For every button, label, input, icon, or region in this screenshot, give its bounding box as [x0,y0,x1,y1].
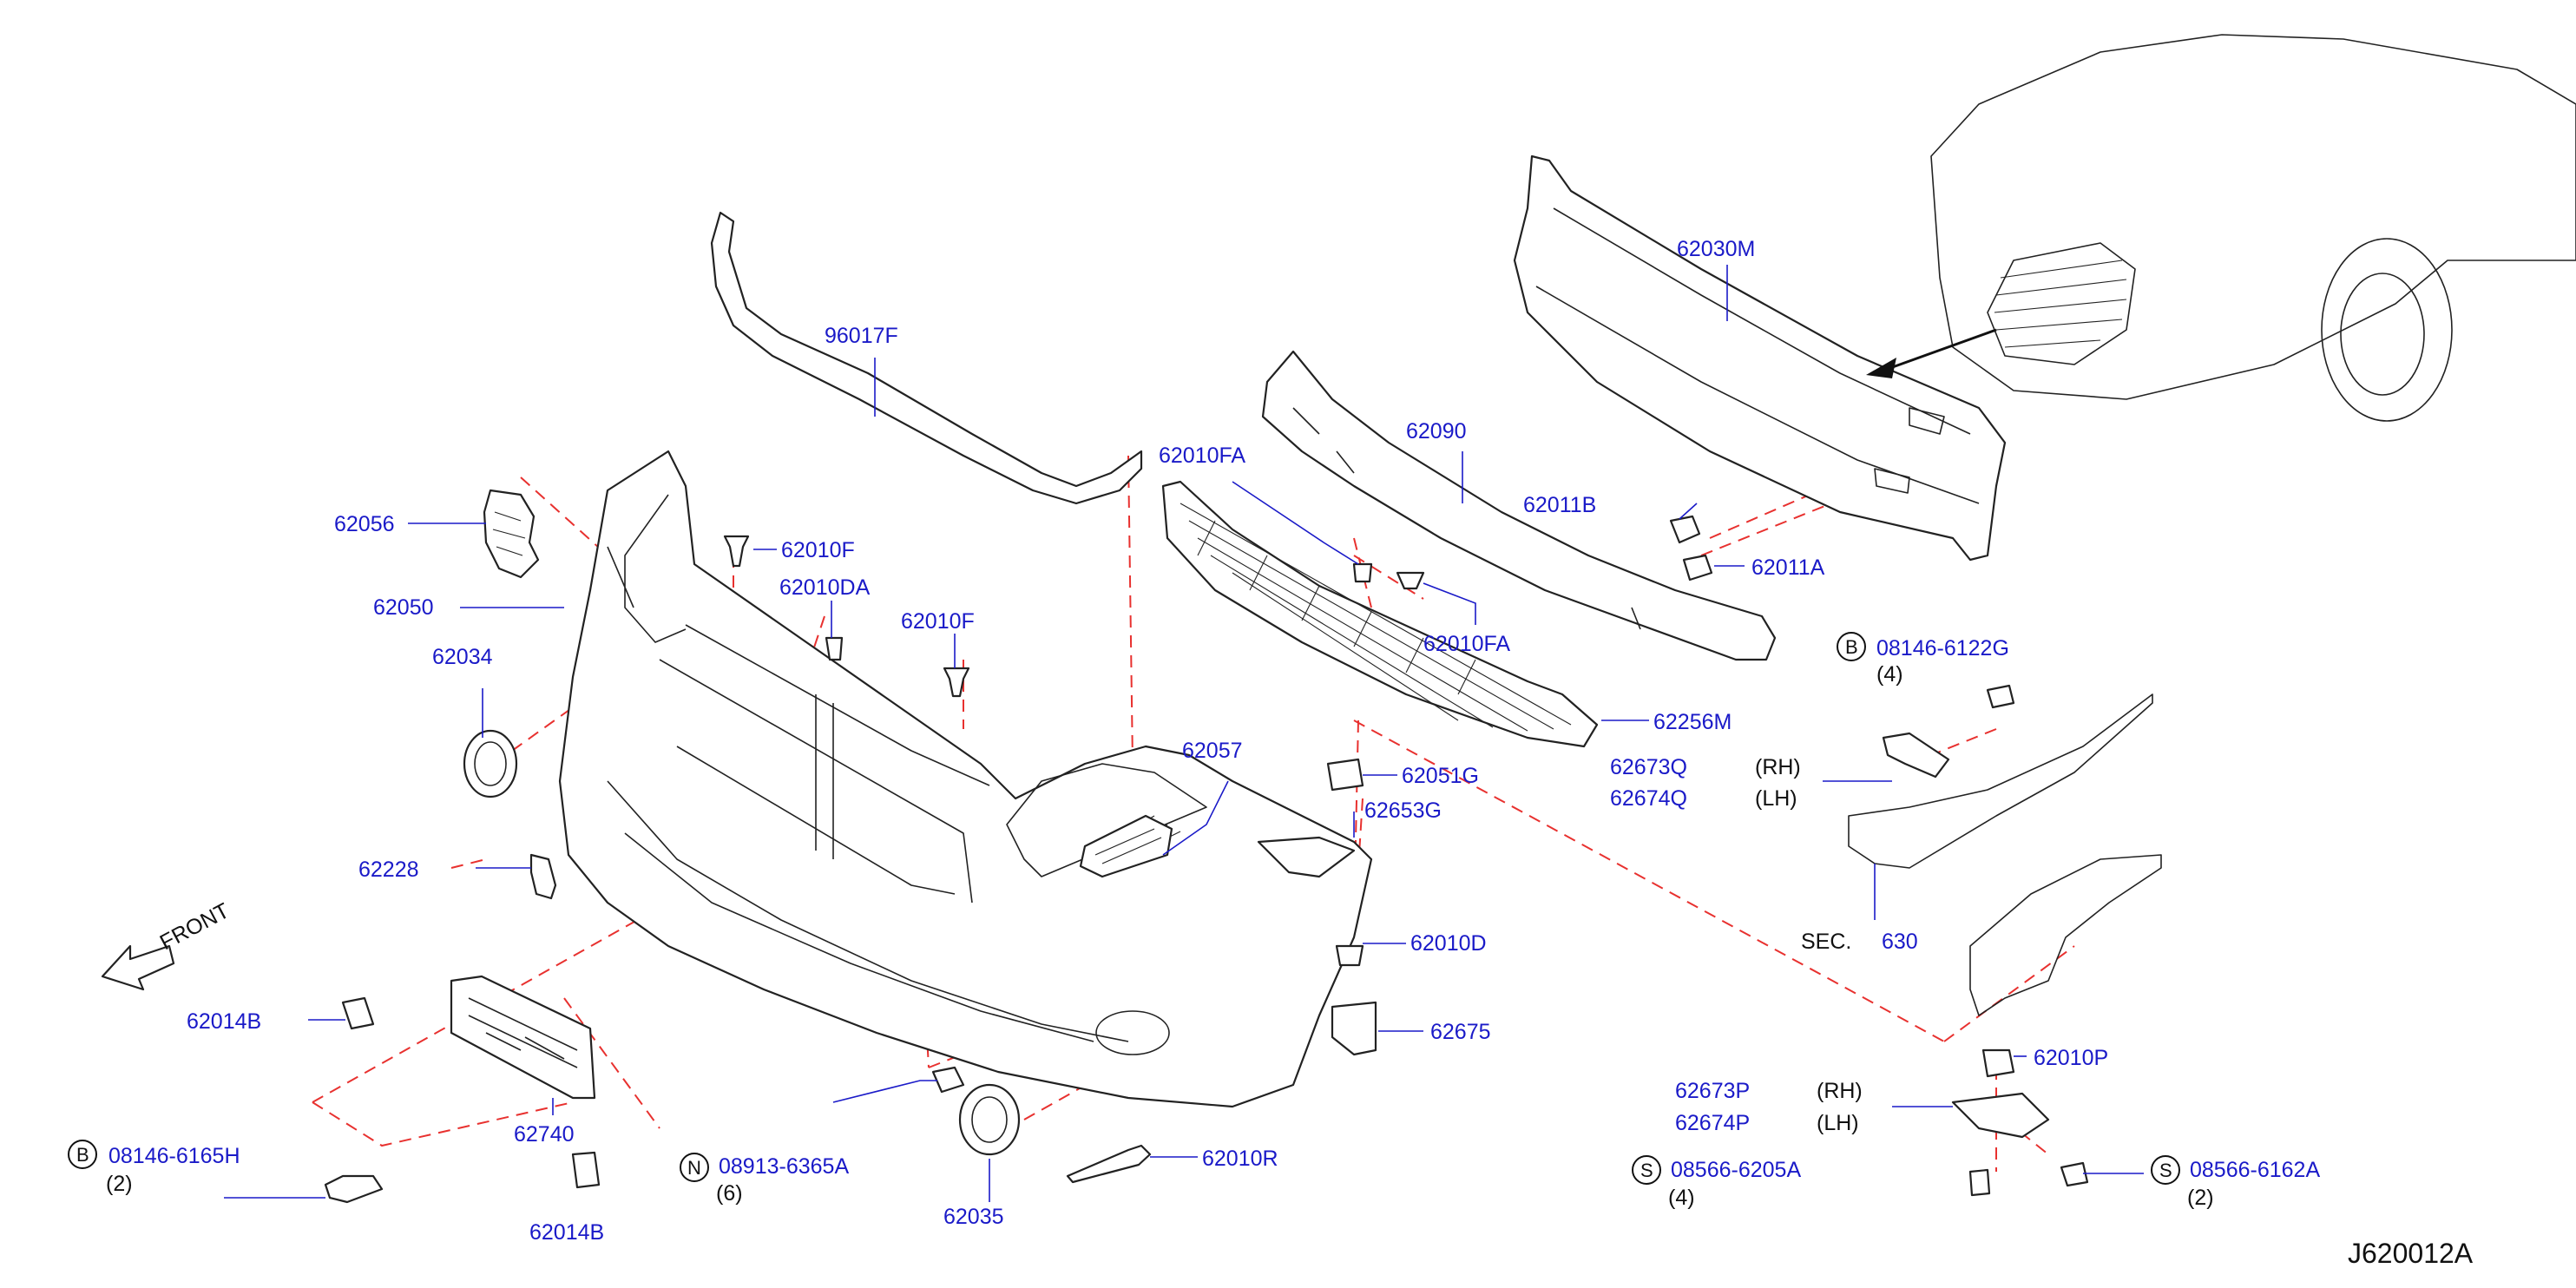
part-62014B-top-shape [341,996,375,1030]
part-62011B-shape [1669,515,1701,544]
label-62010FA-a: 62010FA [1159,444,1245,468]
qual-lh-p: (LH) [1817,1111,1859,1135]
part-62675-shape [1331,1001,1377,1056]
part-bolt-6122G-shape [1986,684,2015,709]
front-label: FRONT [156,898,233,955]
part-screw-6162A-shape [2060,1161,2089,1187]
direction-arrow [1887,328,1997,371]
part-62051G-shape [1326,758,1364,792]
symbol-b-right: B [1845,636,1858,658]
qual-lh-q: (LH) [1755,786,1797,811]
part-62010FA-b-shape [1396,571,1425,590]
label-62050: 62050 [373,595,434,620]
label-62010F-a: 62010F [781,538,855,562]
label-screw-6205A: 08566-6205A [1671,1158,1801,1182]
front-arrow-icon [101,944,175,991]
label-62010R: 62010R [1202,1147,1278,1171]
part-labels: 96017F 62056 62050 62034 62228 62014B 62… [68,237,2474,1269]
part-nut-6365A-shape [931,1066,965,1094]
part-62056-shape [483,489,540,579]
part-62010P-shape [1981,1048,2015,1078]
label-62011A: 62011A [1751,555,1825,580]
label-62674Q: 62674Q [1610,786,1687,811]
part-62010F-a-shape [723,535,750,568]
label-62014B-top: 62014B [187,1009,261,1034]
label-62256M: 62256M [1653,710,1732,734]
part-62034-shape [463,729,518,798]
part-62014B-bot-shape [571,1151,601,1189]
qty-nut-6365A: (6) [716,1181,743,1206]
part-62010F-b-shape [943,667,970,698]
symbol-b-left: B [76,1144,89,1166]
label-62673Q: 62673Q [1610,755,1687,779]
label-62740: 62740 [514,1122,575,1147]
car-silhouette [1930,34,2576,400]
part-62035-shape [958,1083,1021,1156]
label-62010DA: 62010DA [779,575,871,600]
section-number: 630 [1882,930,1918,954]
part-62090-shape [1261,350,1777,661]
part-62740-shape [450,975,596,1100]
qual-rh-p: (RH) [1817,1079,1863,1103]
qty-screw-6205A: (4) [1668,1186,1695,1210]
label-62051G: 62051G [1402,764,1479,788]
label-96017F: 96017F [825,324,898,348]
part-96017F-shape [710,211,1143,505]
label-62035: 62035 [943,1205,1004,1229]
part-62050-bumper-shape [558,450,1373,1108]
part-62010D-shape [1335,944,1364,967]
part-62010DA-shape [825,636,844,661]
label-62653G: 62653G [1364,798,1442,823]
part-62256M-shape [1161,480,1599,748]
part-62228-shape [529,853,557,900]
label-bolt-6122G: 08146-6122G [1876,636,2009,660]
label-62014B-bot: 62014B [529,1220,604,1245]
part-bolt-6165H-shape [324,1174,384,1204]
leader-lines [224,265,2144,1202]
symbol-s-left: S [1640,1160,1653,1181]
qty-bolt-6165H: (2) [106,1172,133,1196]
qty-bolt-6122G: (4) [1876,662,1903,687]
part-62673Q-shape [1882,732,1950,779]
part-62011A-shape [1682,554,1713,582]
part-screw-6205A-shape [1968,1168,1991,1197]
part-62673P-shape [1951,1092,2050,1139]
part-62010FA-a-shape [1352,562,1373,583]
section-label: SEC. [1801,930,1851,954]
symbol-s-right: S [2159,1160,2172,1181]
label-62011B: 62011B [1523,493,1596,517]
label-62673P: 62673P [1675,1079,1750,1103]
label-62034: 62034 [432,645,493,669]
qual-rh-q: (RH) [1755,755,1801,779]
label-62674P: 62674P [1675,1111,1750,1135]
label-62010D: 62010D [1410,931,1487,956]
qty-screw-6162A: (2) [2187,1186,2214,1210]
label-bolt-6165H: 08146-6165H [108,1144,240,1168]
label-62056: 62056 [334,512,395,536]
symbol-n: N [687,1157,701,1179]
label-62010FA-b: 62010FA [1423,632,1510,656]
label-62010F-b: 62010F [901,609,975,634]
label-62228: 62228 [358,858,419,882]
label-62030M: 62030M [1677,237,1755,261]
part-62653G-shape [1257,836,1356,878]
diagram-code: J620012A [2348,1238,2474,1269]
label-62675: 62675 [1430,1020,1491,1044]
label-62090: 62090 [1406,419,1467,444]
label-nut-6365A: 08913-6365A [719,1154,849,1179]
part-art [101,34,2576,1204]
label-62010P: 62010P [2034,1046,2108,1070]
label-screw-6162A: 08566-6162A [2190,1158,2320,1182]
label-62057: 62057 [1182,739,1243,763]
fender-section-shape [1848,693,2153,869]
part-62010R-shape [1066,1144,1152,1184]
